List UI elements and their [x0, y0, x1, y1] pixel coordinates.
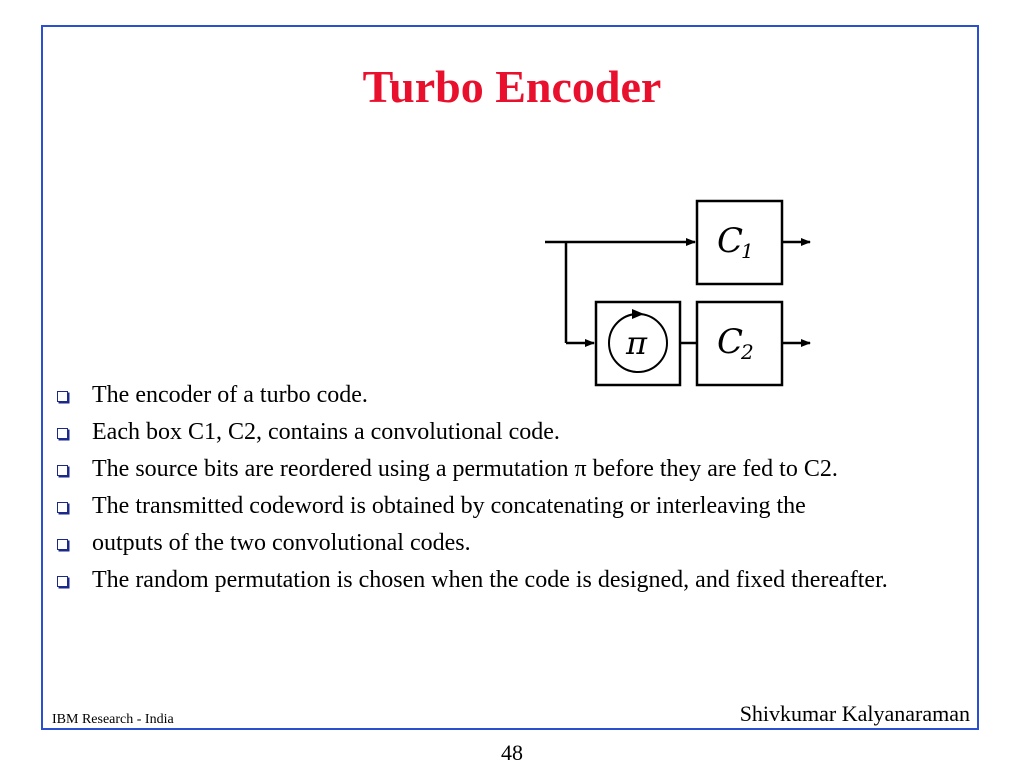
bullet-text: Each box C1, C2, contains a convolutiona… [92, 419, 560, 445]
permutation-label: π [625, 324, 648, 362]
bullet-text: The encoder of a turbo code. [92, 382, 368, 408]
bullet-item: outputs of the two convolutional codes. [52, 528, 952, 559]
c1-label: C [717, 221, 743, 261]
bullet-text: The random permutation is chosen when th… [92, 567, 888, 593]
bullet-list: The encoder of a turbo code. Each box C1… [52, 380, 952, 602]
square-bullet-icon [57, 428, 68, 439]
page-number: 48 [501, 740, 523, 765]
bullet-text: The transmitted codeword is obtained by … [92, 493, 806, 519]
c2-box [695, 300, 784, 387]
bullet-item: The transmitted codeword is obtained by … [52, 491, 952, 522]
square-bullet-icon [57, 391, 68, 402]
slide-title: Turbo Encoder [362, 61, 662, 112]
bullet-item: The random permutation is chosen when th… [52, 565, 952, 596]
square-bullet-icon [57, 576, 68, 587]
square-bullet-icon [57, 465, 68, 476]
footer-organization: IBM Research - India [52, 712, 174, 727]
c1-subscript: 1 [741, 239, 754, 263]
bullet-item: The source bits are reordered using a pe… [52, 454, 952, 485]
c2-label: C [717, 322, 743, 362]
bullet-item: Each box C1, C2, contains a convolutiona… [52, 417, 952, 448]
bullet-text: The source bits are reordered using a pe… [92, 456, 838, 482]
c2-subscript: 2 [740, 340, 754, 364]
square-bullet-icon [57, 502, 68, 513]
bullet-text: outputs of the two convolutional codes. [92, 530, 471, 556]
slide-frame [41, 25, 979, 730]
turbo-encoder-diagram: C 1 π C 2 [545, 199, 811, 387]
c1-box [695, 199, 784, 286]
square-bullet-icon [57, 539, 68, 550]
permutation-circle-arrowhead [632, 309, 644, 319]
bullet-item: The encoder of a turbo code. [52, 380, 952, 411]
footer-author: Shivkumar Kalyanaraman [739, 701, 970, 726]
